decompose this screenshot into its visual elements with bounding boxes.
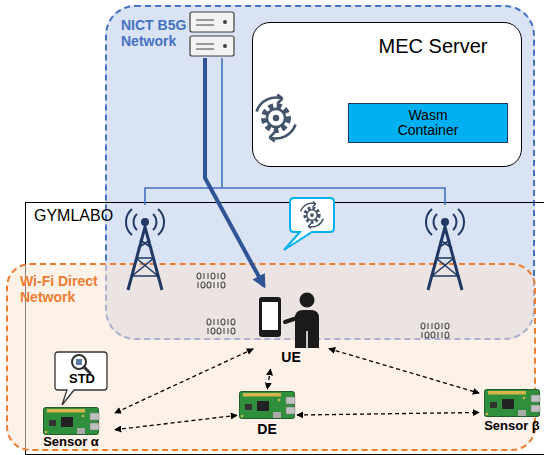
data-icon <box>207 319 235 334</box>
server-icon <box>190 12 234 32</box>
wireless-link <box>329 349 479 393</box>
node-label: Wi-Fi Direct Network <box>20 273 120 305</box>
backhaul-line <box>145 58 445 205</box>
node-label: DE <box>257 421 276 437</box>
sensor-node-graphic <box>484 389 540 419</box>
data-icon <box>197 273 225 288</box>
offload-arrow <box>205 58 264 286</box>
sensor-node-graphic <box>44 408 100 435</box>
node-label: NICT B5G Network <box>121 17 199 49</box>
edge-device-graphic <box>240 392 296 419</box>
container-callout <box>301 202 324 229</box>
wireless-link <box>115 349 253 413</box>
server-icon <box>196 20 214 49</box>
antenna-tower <box>126 209 164 290</box>
node-label: STD <box>69 372 95 387</box>
user-equipment-graphic <box>255 291 327 349</box>
speech-bubble: STD <box>55 351 109 391</box>
sensor-node-graphic <box>485 390 541 417</box>
server-icon <box>223 44 227 48</box>
sensor-node: Sensor β <box>481 389 543 436</box>
server-icon <box>190 36 234 56</box>
wireless-link <box>267 369 270 389</box>
node-label: Sensor α <box>43 435 99 450</box>
gear-icon <box>257 95 296 142</box>
server-icon <box>223 20 227 24</box>
node-label: Wasm Container <box>382 108 474 139</box>
node-label: UE <box>281 349 300 365</box>
sensor-node-graphic <box>43 407 99 435</box>
user-equipment-graphic <box>259 293 319 349</box>
wifi-region: UESensor αDESensor βSTDWi-Fi Direct Netw… <box>6 263 536 451</box>
site-region: UESensor αDESensor βSTDWi-Fi Direct Netw… <box>25 202 544 455</box>
data-icon <box>421 323 449 338</box>
container-callout <box>284 198 334 250</box>
sensor-node: Sensor α <box>29 407 113 453</box>
wireless-link <box>115 415 237 429</box>
edge-device: DE <box>239 391 295 439</box>
server-box: Wasm Container MEC Server <box>252 22 522 167</box>
node-label: Sensor β <box>484 419 540 434</box>
container-box: Wasm Container <box>348 103 508 143</box>
user-equipment: UE <box>255 291 327 367</box>
wireless-link <box>297 412 479 415</box>
node-label: MEC Server <box>348 35 518 58</box>
node-label: GYMLABO <box>34 207 164 225</box>
antenna-tower <box>426 209 464 290</box>
edge-device-graphic <box>239 391 295 421</box>
container-callout <box>284 198 334 250</box>
server-icon <box>190 12 234 56</box>
speech-bubble-graphic <box>55 352 107 405</box>
